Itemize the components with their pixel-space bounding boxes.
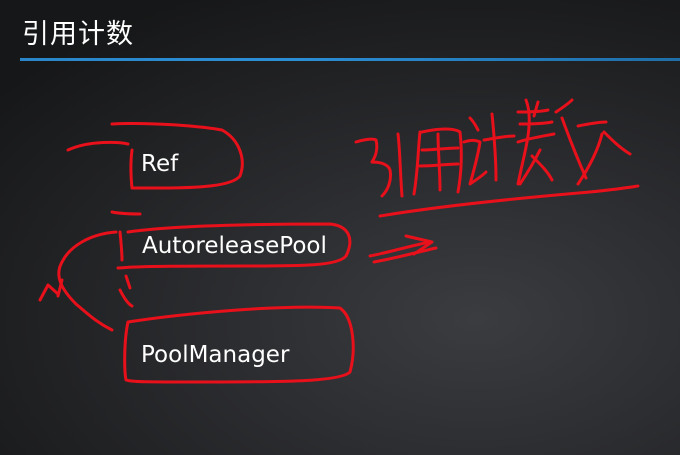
handwriting-underline-ink — [378, 184, 640, 218]
arrowhead-ink-1 — [38, 278, 64, 302]
handwritten-char-2 — [412, 127, 463, 196]
right-arrow-ink — [368, 234, 434, 258]
title-underline — [20, 58, 680, 61]
class-label-ref: Ref — [141, 151, 179, 177]
stroke-ink-small — [110, 210, 142, 216]
slide-title: 引用计数 — [22, 19, 134, 50]
class-label-autoreleasepool: AutoreleasePool — [142, 233, 327, 259]
right-arrow-ink-2 — [372, 246, 438, 264]
handwritten-char-1 — [354, 132, 404, 198]
loop-arrow-ink — [57, 230, 118, 332]
class-label-poolmanager: PoolManager — [141, 342, 290, 368]
handwritten-char-4 — [516, 98, 632, 186]
handwritten-char-3 — [462, 112, 516, 186]
arrowhead-ink-2 — [118, 274, 134, 308]
